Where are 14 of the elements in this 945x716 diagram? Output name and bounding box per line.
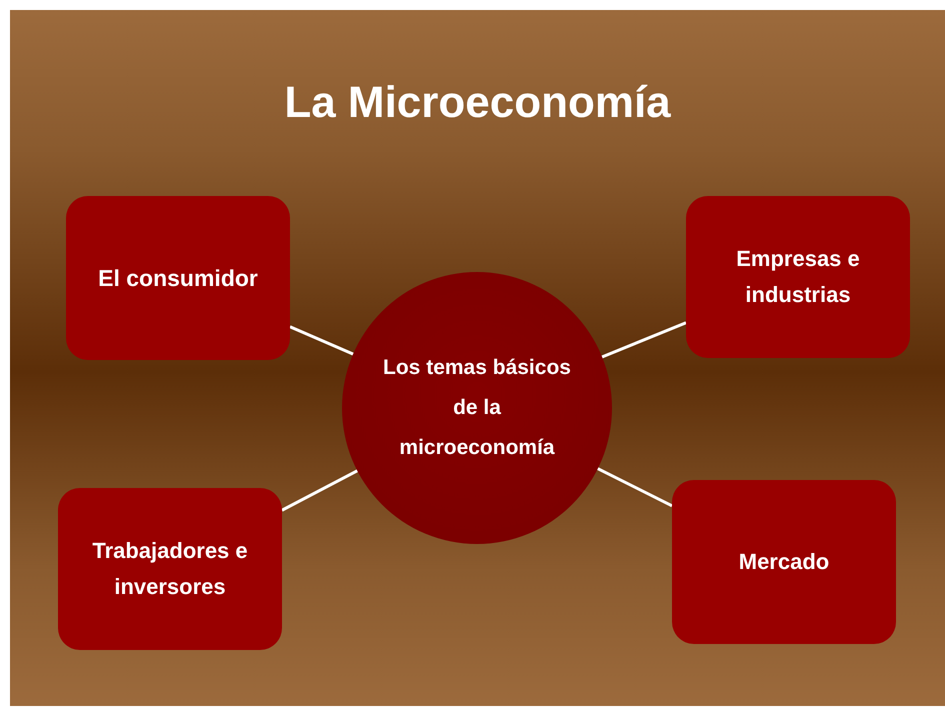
- connector-line: [601, 321, 687, 358]
- topic-box: [672, 480, 896, 644]
- topic-box: [66, 196, 290, 360]
- topic-box: [58, 488, 282, 650]
- node-label: Mercado: [738, 548, 830, 576]
- title: La Microeconomía: [283, 78, 672, 128]
- node-label: Trabajadores e inversores: [91, 536, 249, 601]
- node-label: Empresas e industrias: [735, 244, 861, 309]
- node-label: El consumidor: [98, 264, 258, 293]
- topic-box: [686, 196, 910, 358]
- connector-line: [289, 325, 354, 356]
- connector-line: [281, 469, 358, 512]
- connector-line: [597, 467, 673, 508]
- node-label: Los temas básicos de la microeconomía: [382, 355, 572, 461]
